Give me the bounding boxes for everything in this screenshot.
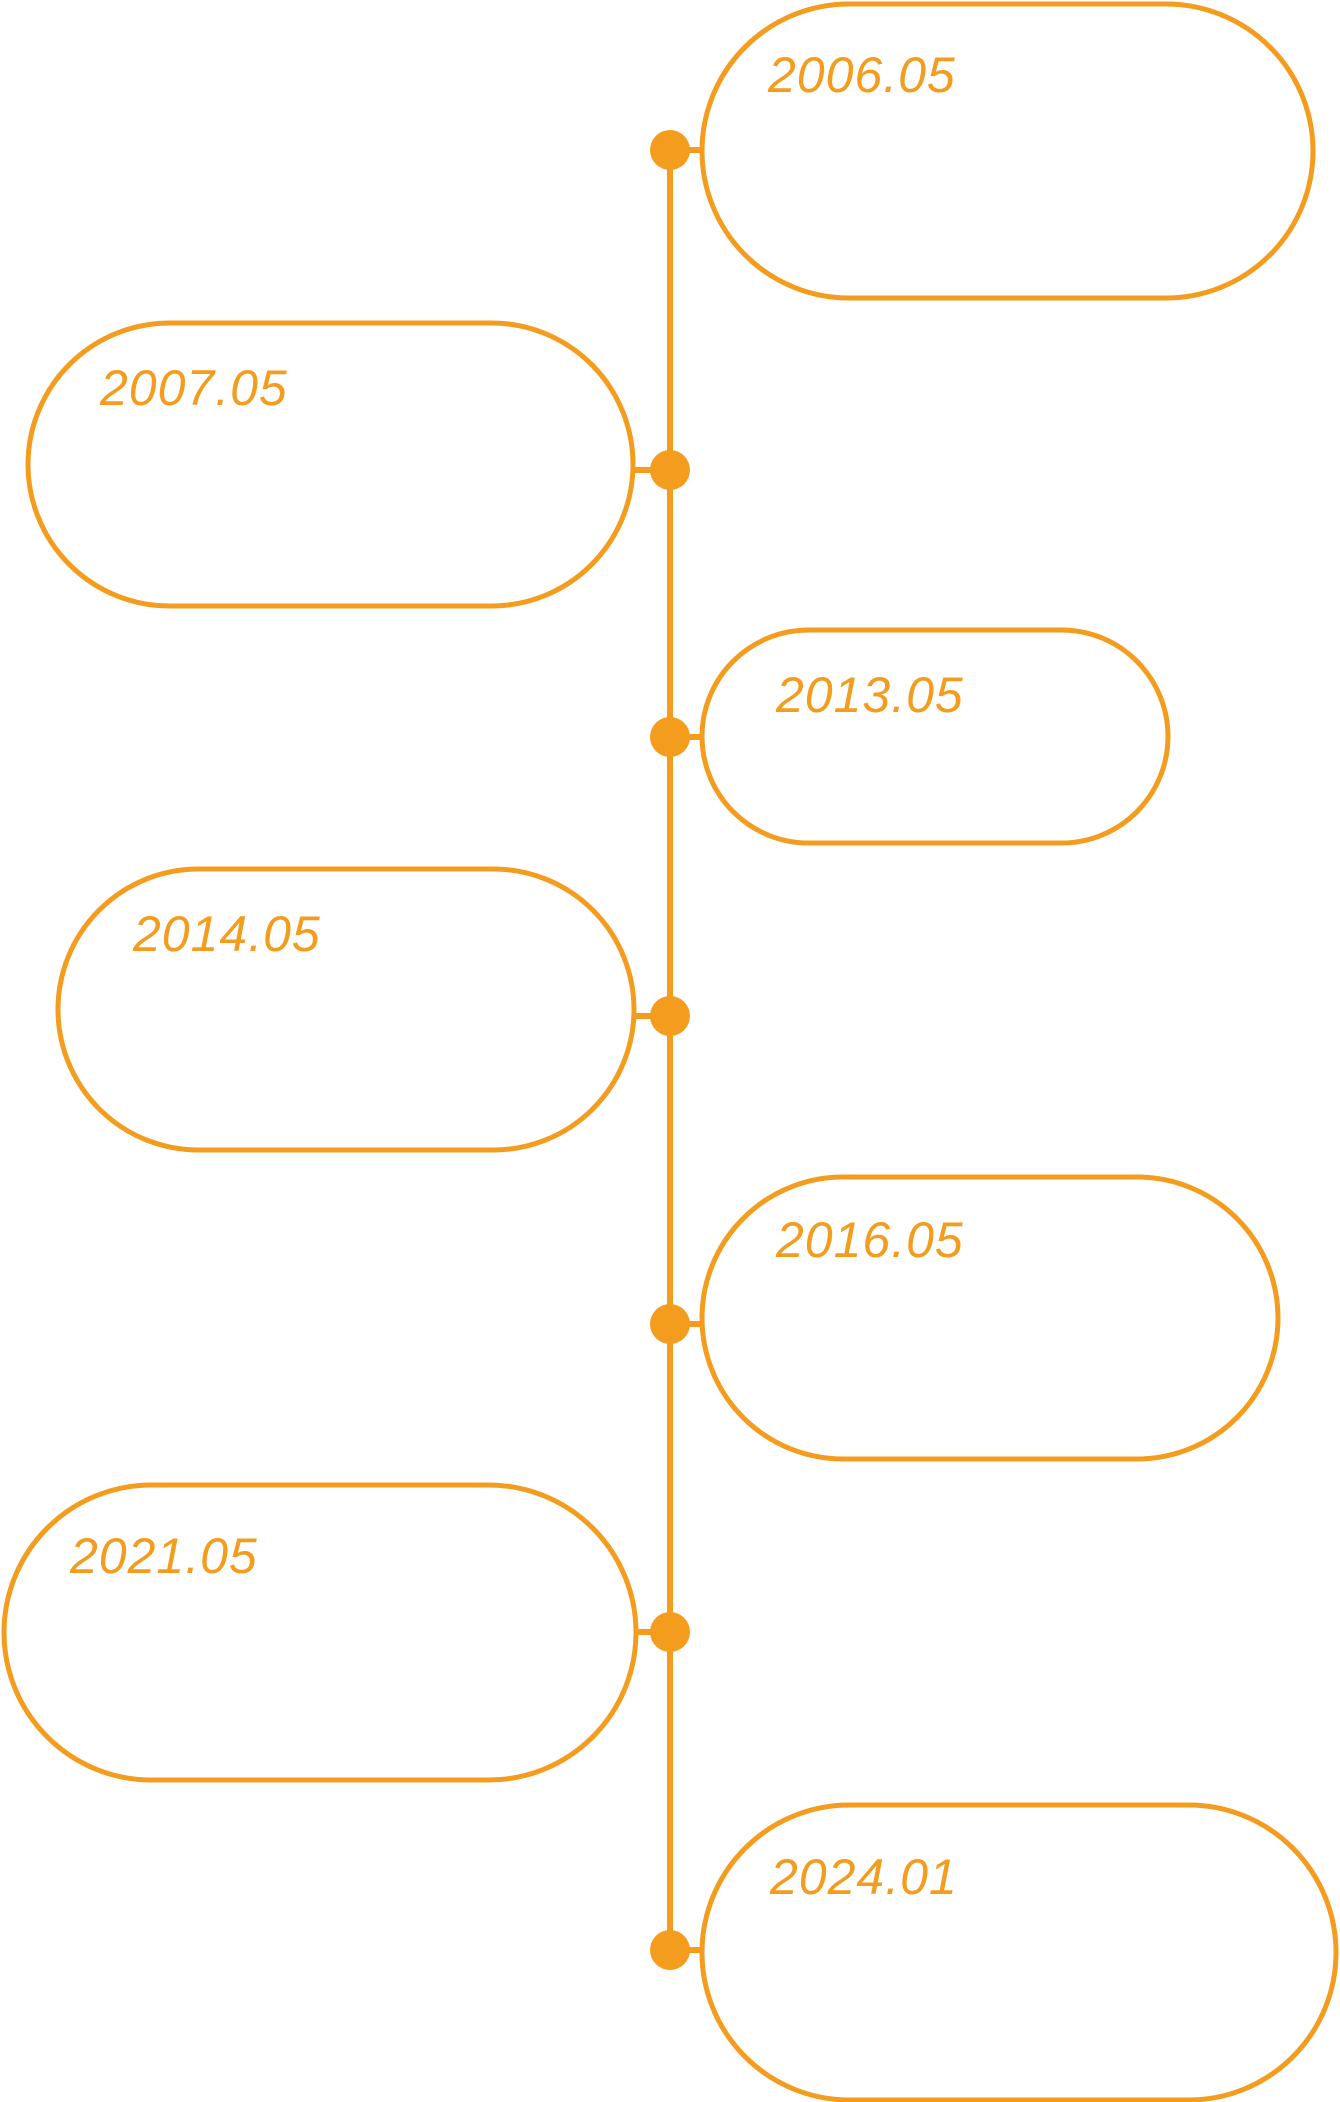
event-marker bbox=[650, 717, 690, 757]
event-marker bbox=[650, 450, 690, 490]
event-marker bbox=[650, 130, 690, 170]
timeline-event: 2006.05 bbox=[650, 1, 1316, 301]
timeline-event: 2024.01 bbox=[650, 1802, 1339, 2102]
event-pill bbox=[699, 1802, 1339, 2102]
event-marker bbox=[650, 996, 690, 1036]
event-pill bbox=[699, 627, 1171, 846]
event-pill bbox=[25, 320, 636, 609]
event-date: 2013.05 bbox=[775, 667, 964, 723]
timeline-event: 2007.05 bbox=[25, 320, 690, 609]
event-pill bbox=[699, 1174, 1281, 1462]
event-pill bbox=[55, 866, 637, 1153]
event-date: 2016.05 bbox=[775, 1212, 964, 1268]
timeline-event: 2013.05 bbox=[650, 627, 1171, 846]
event-date: 2014.05 bbox=[132, 906, 321, 962]
event-marker bbox=[650, 1304, 690, 1344]
timeline-event: 2016.05 bbox=[650, 1174, 1281, 1462]
event-pill bbox=[1, 1482, 639, 1783]
event-date: 2021.05 bbox=[69, 1528, 258, 1584]
event-date: 2024.01 bbox=[769, 1849, 958, 1905]
event-marker bbox=[650, 1930, 690, 1970]
event-pill bbox=[699, 1, 1316, 301]
event-date: 2006.05 bbox=[767, 47, 956, 103]
timeline-event: 2021.05 bbox=[1, 1482, 690, 1783]
timeline-event: 2014.05 bbox=[55, 866, 690, 1153]
event-marker bbox=[650, 1612, 690, 1652]
event-date: 2007.05 bbox=[99, 360, 288, 416]
